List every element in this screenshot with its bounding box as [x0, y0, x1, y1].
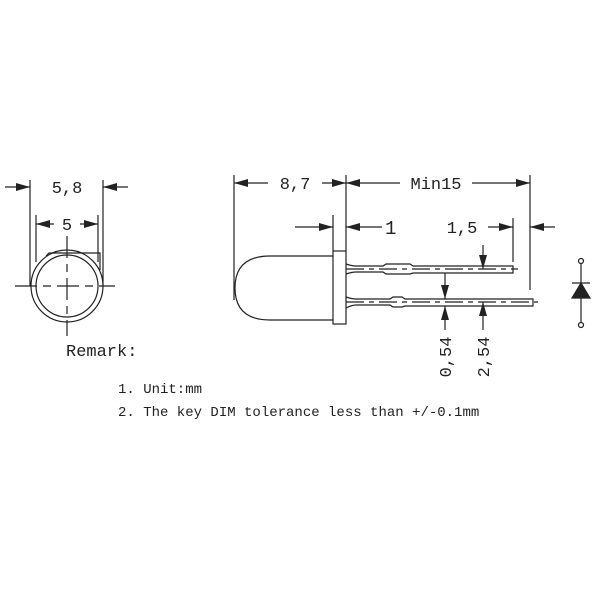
side-view [233, 175, 555, 330]
diode-symbol-icon [570, 257, 592, 329]
dim-outer-diameter: 5,8 [52, 180, 83, 199]
remark-title: Remark: [66, 343, 138, 362]
dim-lead-spacing: 2,54 [476, 337, 495, 378]
front-view [5, 180, 128, 336]
remark-note-2: 2. The key DIM tolerance less than +/-0.… [118, 405, 480, 421]
dim-lead-length: Min15 [410, 176, 461, 195]
dim-body-length: 8,7 [280, 176, 311, 195]
dim-flange: 1 [385, 218, 396, 240]
dim-lead-width: 0,54 [438, 337, 457, 378]
dim-lead-offset: 1,5 [447, 220, 478, 239]
remark-note-1: 1. Unit:mm [118, 382, 203, 398]
dim-inner-diameter: 5 [62, 217, 72, 236]
